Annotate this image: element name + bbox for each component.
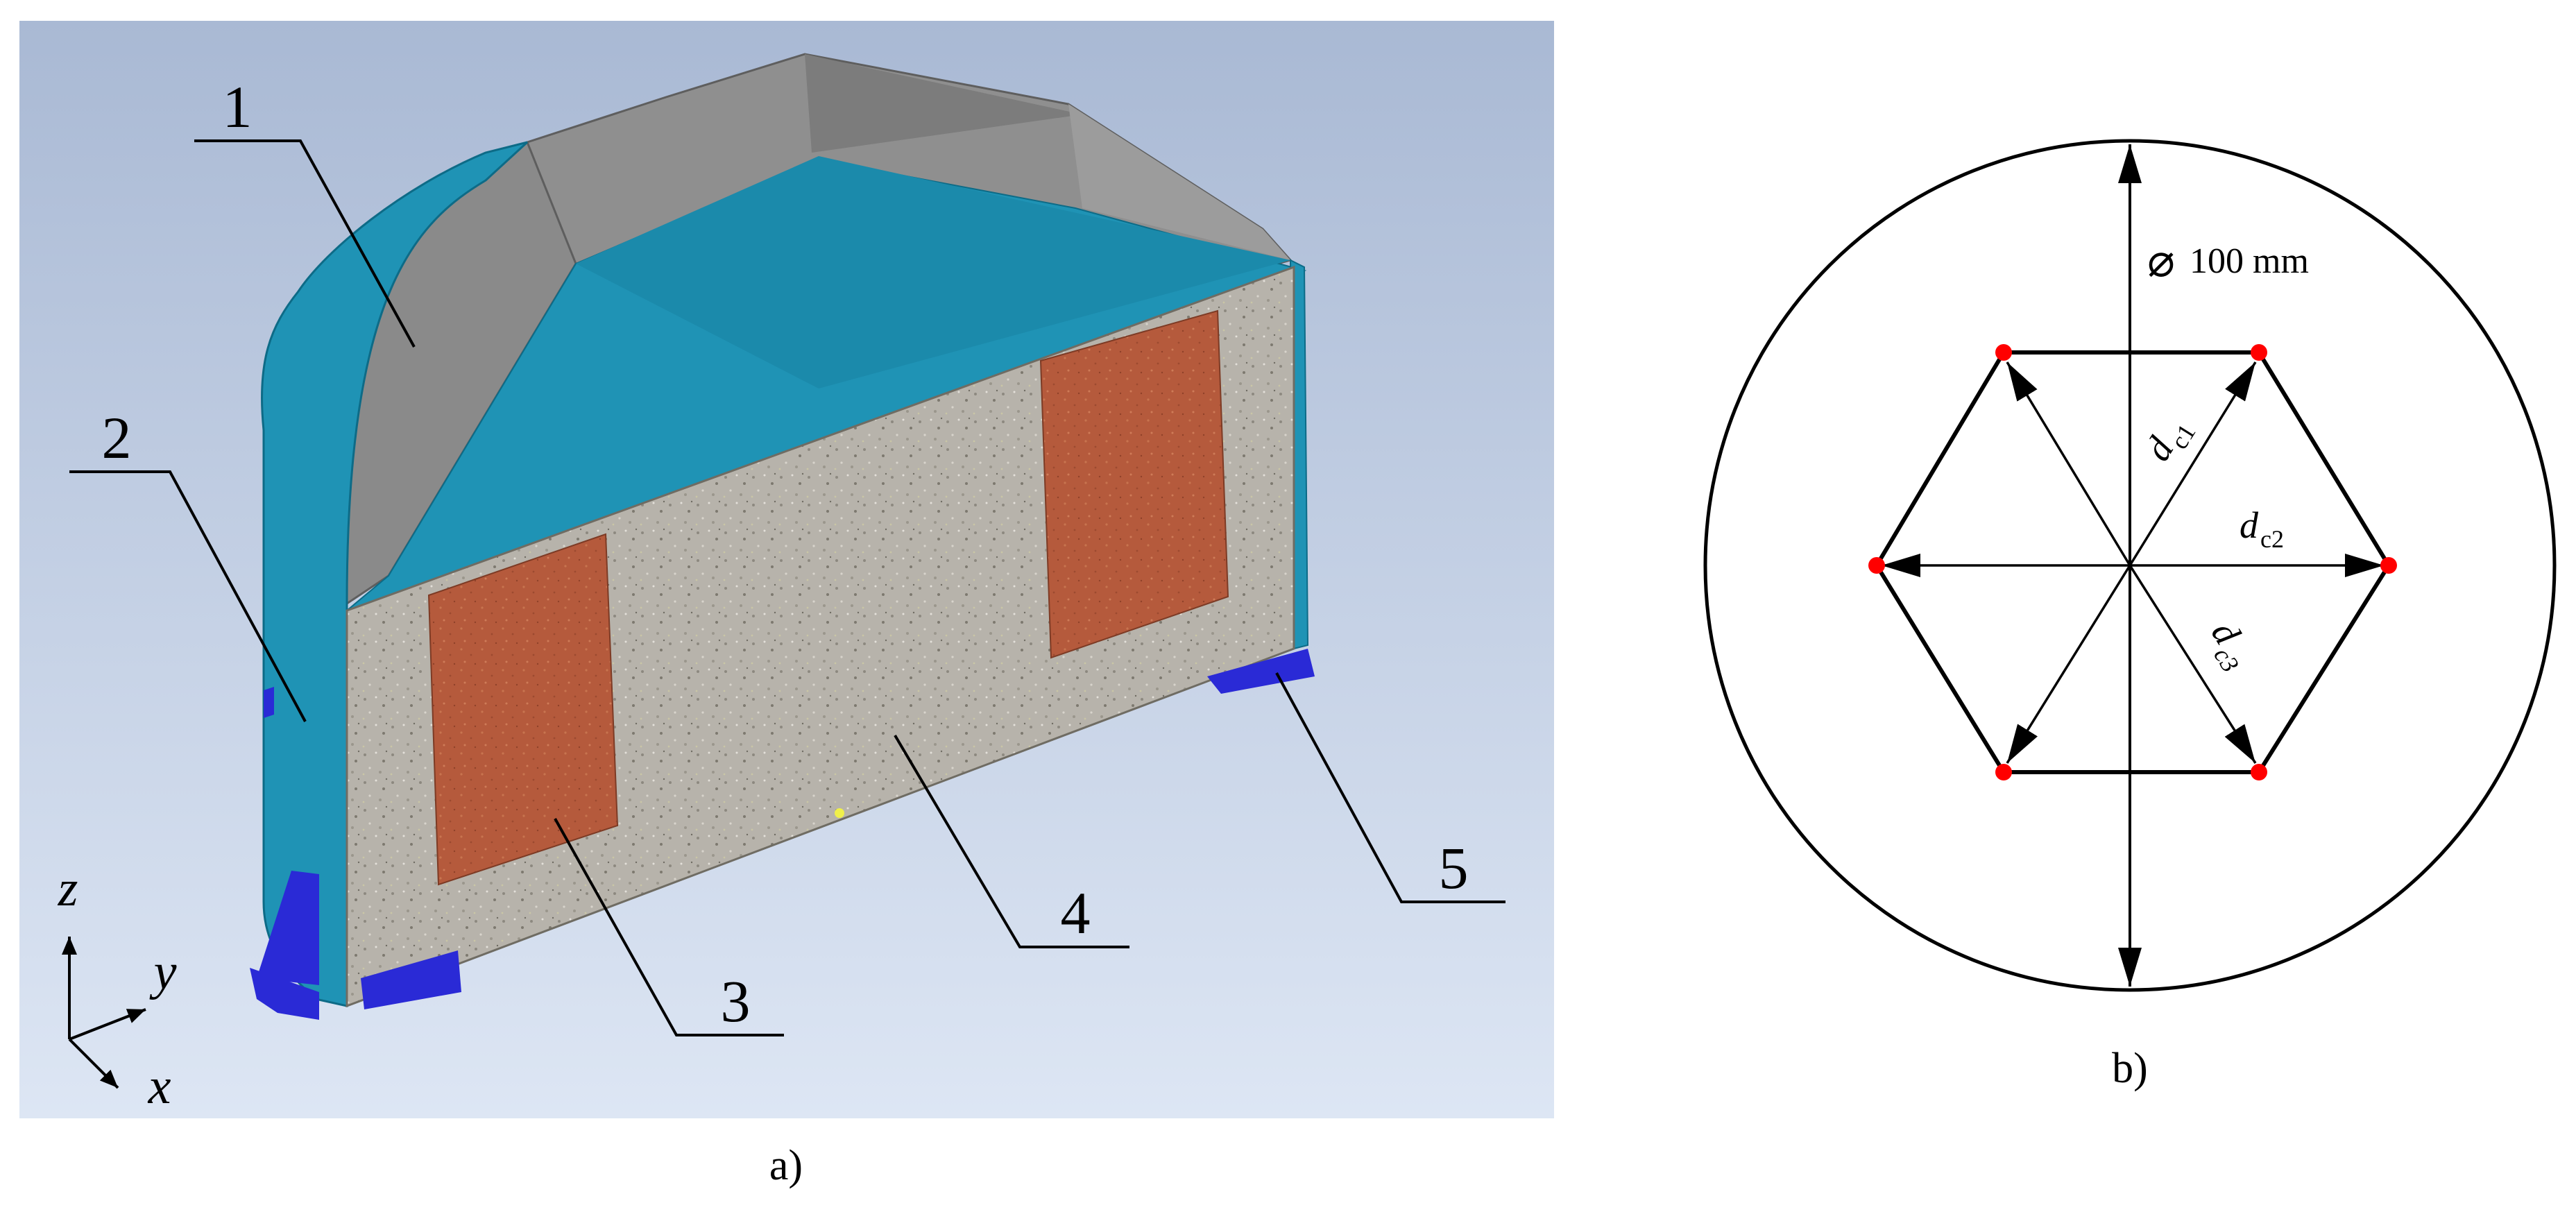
svg-text:c2: c2 <box>2260 525 2284 553</box>
support-left-mark <box>264 687 274 718</box>
label-4: 4 <box>1061 880 1091 946</box>
leader-1 <box>194 139 416 348</box>
vertex-point <box>2251 764 2267 780</box>
leader-3 <box>554 818 784 1036</box>
label-2: 2 <box>102 404 132 471</box>
panel-b: ⌀ 100 mm d c1 d c2 d c3 b) <box>1703 139 2557 1092</box>
vertex-point <box>2251 344 2267 361</box>
liner-right-wall <box>805 54 1082 153</box>
diameter-label: 100 mm <box>2190 241 2309 281</box>
axis-z-label: z <box>58 860 78 917</box>
caption-a: a) <box>769 1142 803 1189</box>
outer-circle <box>1703 139 2557 992</box>
axis-x-label: x <box>148 1058 171 1115</box>
panel-a: 1 2 3 4 5 z y x a) <box>19 21 1554 1189</box>
axis-y-line <box>69 1008 146 1041</box>
support-right <box>1207 649 1315 694</box>
label-dc3: d c3 <box>2203 614 2249 677</box>
label-dc1: d c1 <box>2136 419 2201 468</box>
liner-right-slope <box>1068 104 1290 260</box>
vertex-point <box>1995 344 2012 361</box>
label-5: 5 <box>1439 835 1469 901</box>
leader-2 <box>69 470 307 722</box>
label-1: 1 <box>223 74 253 140</box>
coil-right-section <box>1039 309 1229 659</box>
support-bottom-center <box>361 950 461 1009</box>
vertex-point <box>1868 557 1885 574</box>
vertex-point <box>2380 557 2397 574</box>
svg-text:d: d <box>2240 504 2259 546</box>
caption-b: b) <box>2112 1045 2148 1092</box>
dim-arrow-upper-left <box>2006 361 2131 566</box>
support-bottom-left <box>250 968 319 1020</box>
vertex-point <box>1995 764 2012 780</box>
leader-4 <box>894 734 1129 948</box>
axis-x-line <box>68 1038 119 1089</box>
coil-left-section <box>427 533 619 886</box>
diameter-symbol: ⌀ <box>2147 236 2175 287</box>
dim-arrow-lower-right <box>2129 565 2257 764</box>
shell-top-inner <box>576 156 1290 389</box>
axis-y-label: y <box>149 944 177 1000</box>
yellow-marker <box>835 808 844 818</box>
dim-arrow-lower-left <box>2006 565 2131 764</box>
label-dc2: d c2 <box>2240 504 2284 553</box>
dim-arrow-upper-right <box>2129 361 2257 566</box>
leader-5 <box>1275 672 1505 903</box>
support-bottom-left-wedge <box>257 871 319 985</box>
label-3: 3 <box>721 968 751 1034</box>
